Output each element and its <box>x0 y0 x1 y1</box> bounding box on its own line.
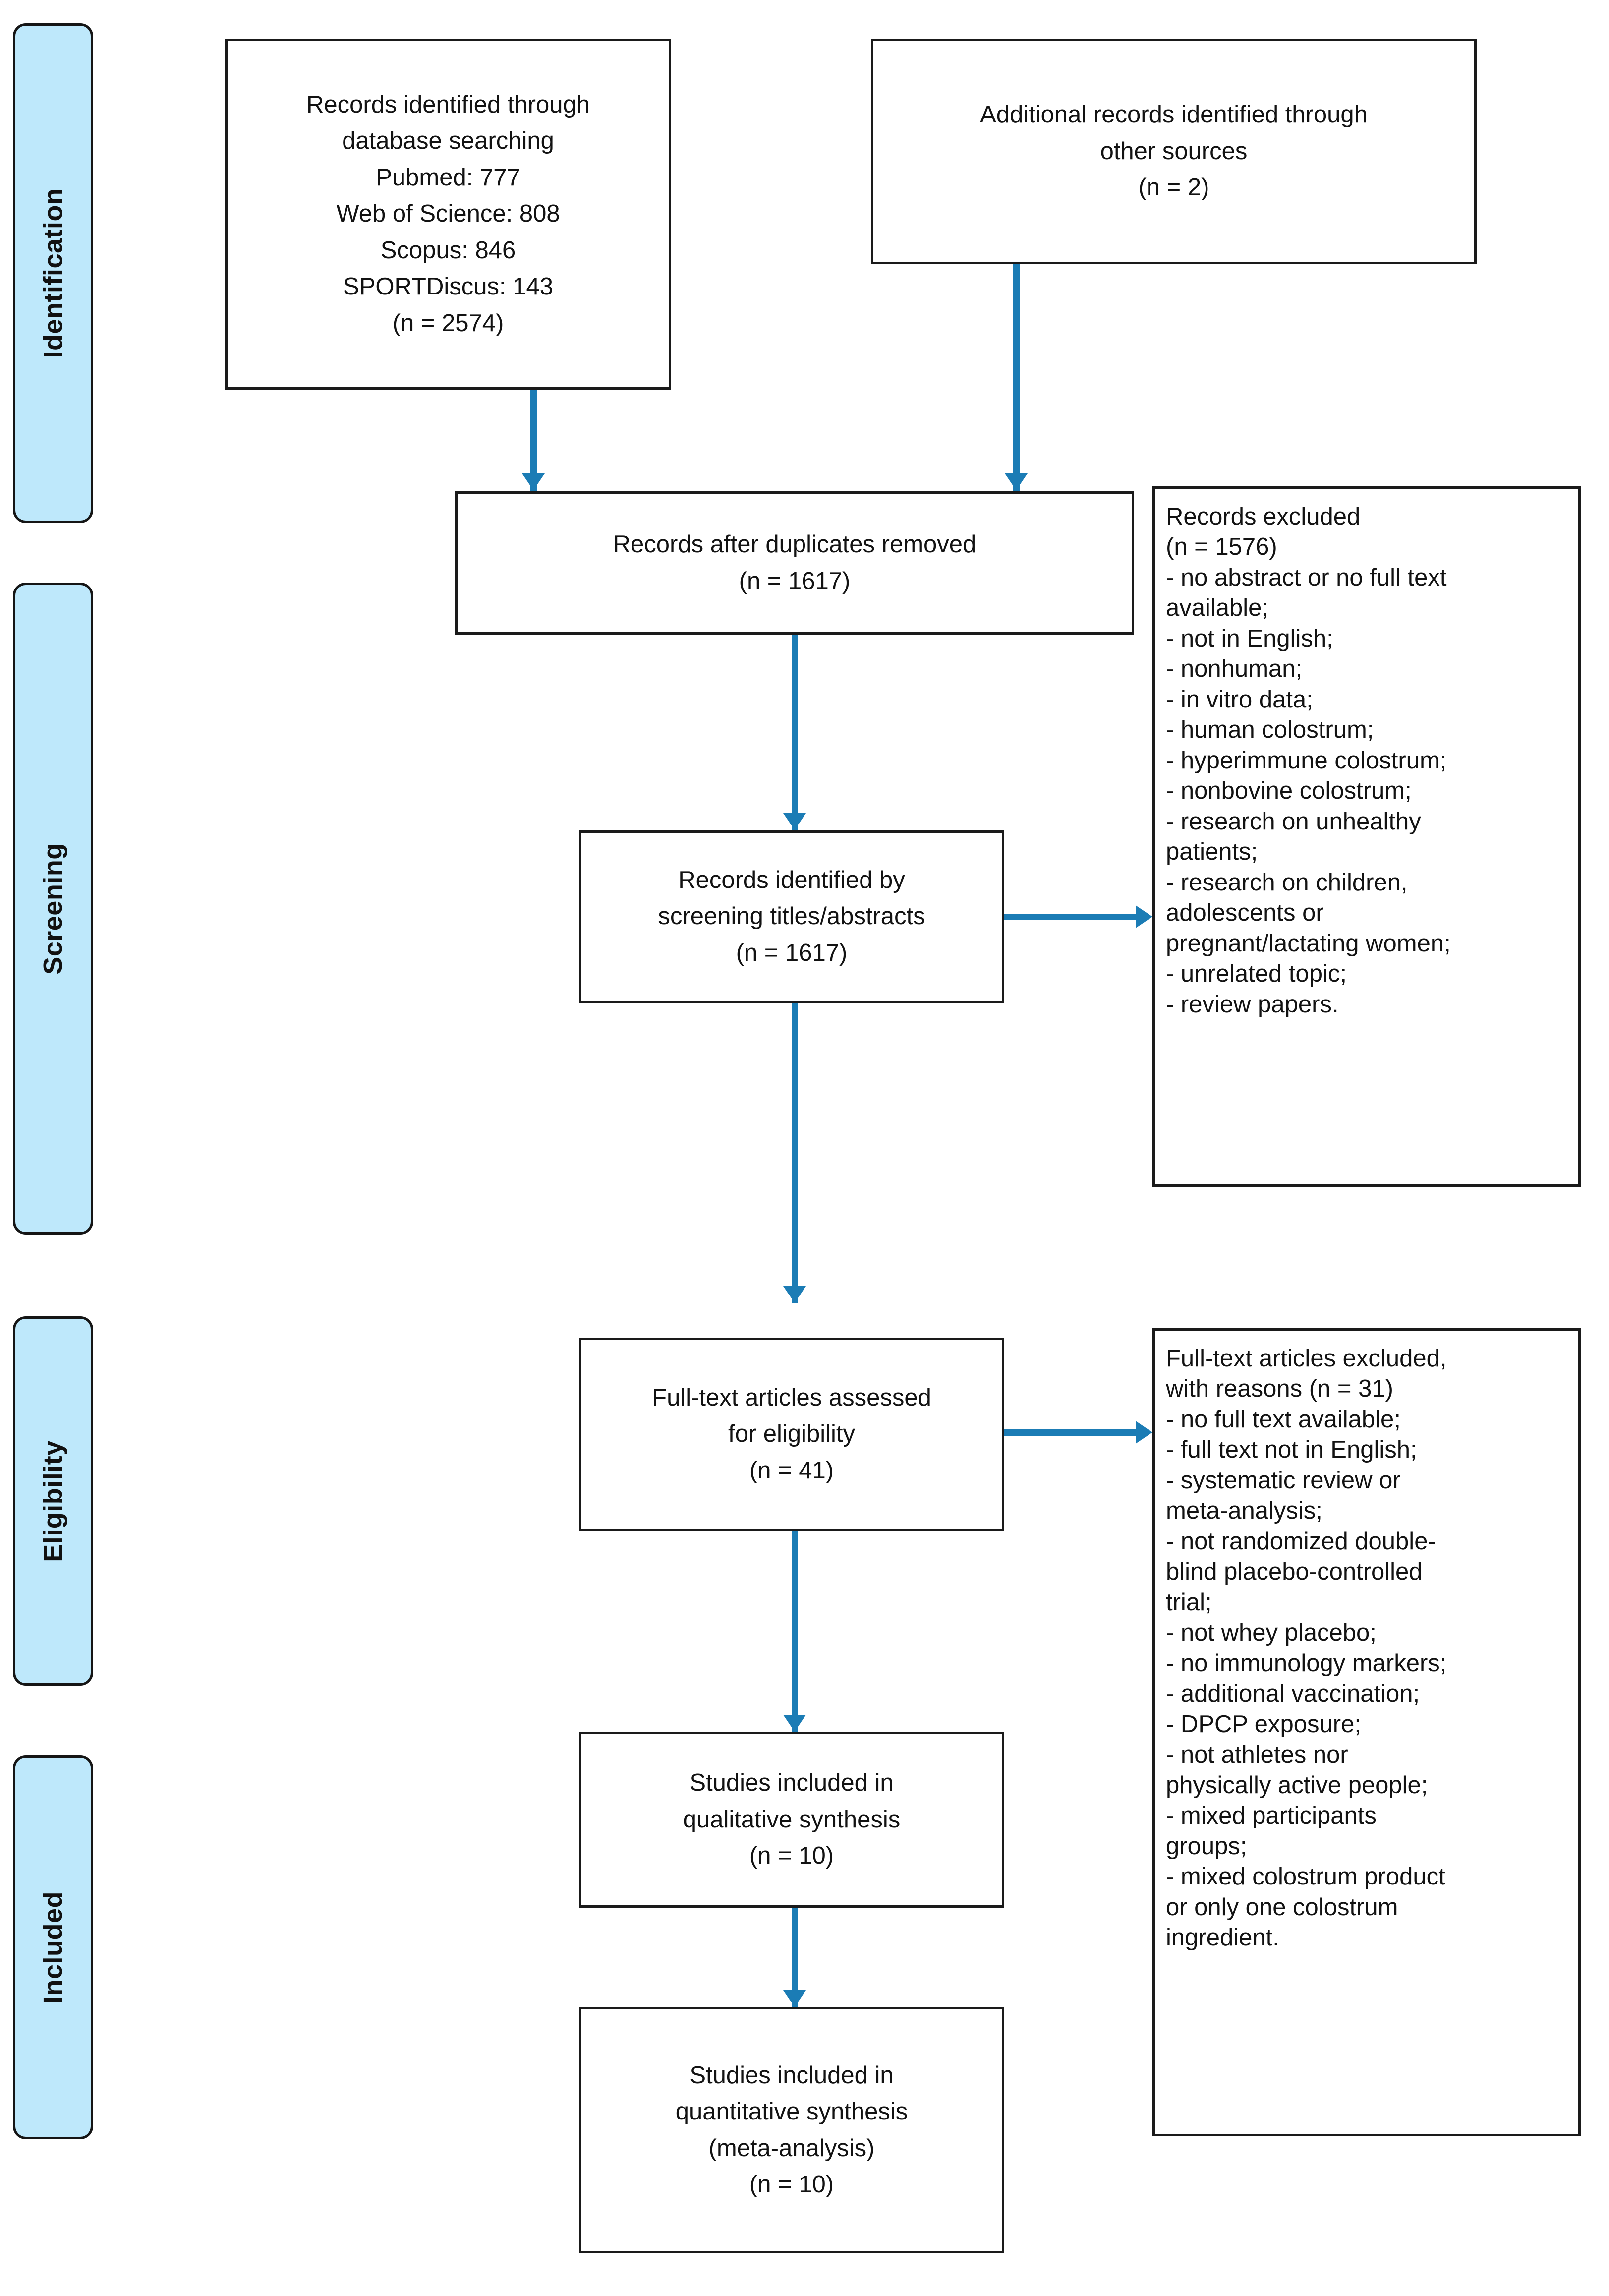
excl-line: - not in English; <box>1166 625 1333 652</box>
excl-line: - no full text available; <box>1166 1406 1401 1433</box>
box-studies-qualitative-synthesis: Studies included in qualitative synthesi… <box>579 1732 1004 1908</box>
box-line: (n = 10) <box>749 2171 834 2198</box>
box-line: for eligibility <box>728 1420 855 1448</box>
box-line: Web of Science: 808 <box>336 200 560 228</box>
box-line: SPORTDiscus: 143 <box>343 273 553 300</box>
box-records-after-duplicates-removed: Records after duplicates removed (n = 16… <box>455 491 1134 635</box>
excl-line: - human colostrum; <box>1166 716 1374 744</box>
excl-line: - nonbovine colostrum; <box>1166 777 1412 805</box>
excl-line: - systematic review or <box>1166 1467 1401 1494</box>
arrow-right-icon <box>1136 905 1152 928</box>
box-line: Records after duplicates removed <box>613 531 977 558</box>
stage-label-identification: Identification <box>38 188 68 358</box>
excl-line: available; <box>1166 594 1269 622</box>
excl-line: adolescents or <box>1166 899 1324 927</box>
connector-screening-to-records-excluded <box>1004 914 1136 920</box>
excl-line: - full text not in English; <box>1166 1436 1417 1464</box>
excl-line: meta-analysis; <box>1166 1497 1322 1525</box>
box-records-excluded: Records excluded (n = 1576) - no abstrac… <box>1152 486 1581 1187</box>
excl-line: groups; <box>1166 1832 1247 1860</box>
box-additional-records-other-sources: Additional records identified through ot… <box>871 39 1477 264</box>
box-line: (n = 10) <box>749 1842 834 1870</box>
box-line: (n = 1617) <box>739 567 851 594</box>
excl-line: - not whey placebo; <box>1166 1619 1377 1647</box>
box-line: database searching <box>342 127 554 155</box>
excl-line: - nonhuman; <box>1166 655 1303 683</box>
excl-line: - no abstract or no full text <box>1166 564 1447 591</box>
box-line: Records identified through <box>306 91 590 118</box>
connector-duplicates-to-screening <box>792 635 798 830</box>
arrow-down-icon <box>783 1715 806 1732</box>
box-line: (n = 1617) <box>736 939 848 966</box>
excl-line: (n = 1576) <box>1166 533 1277 561</box>
arrow-down-icon <box>783 1286 806 1303</box>
excl-line: - research on children, <box>1166 869 1408 896</box>
excl-line: Records excluded <box>1166 503 1361 530</box>
box-line: Pubmed: 777 <box>376 164 520 191</box>
stage-bar-eligibility: Eligibility <box>13 1316 93 1686</box>
excl-line: pregnant/lactating women; <box>1166 930 1451 957</box>
excl-line: - no immunology markers; <box>1166 1649 1447 1677</box>
box-line: Studies included in <box>690 1769 894 1797</box>
connector-qualitative-to-quantitative <box>792 1908 798 2007</box>
connector-fulltext-to-qualitative <box>792 1531 798 1732</box>
excl-line: - mixed colostrum product <box>1166 1863 1445 1890</box>
box-records-identified-by-screening: Records identified by screening titles/a… <box>579 830 1004 1003</box>
excl-line: - review papers. <box>1166 991 1339 1018</box>
box-line: Full-text articles assessed <box>652 1384 931 1411</box>
connector-fulltext-to-fulltext-excluded <box>1004 1429 1136 1436</box>
excl-line: - hyperimmune colostrum; <box>1166 747 1447 774</box>
excl-line: - research on unhealthy <box>1166 808 1421 835</box>
arrow-down-icon <box>522 473 545 490</box>
excl-line: blind placebo-controlled <box>1166 1558 1423 1586</box>
excl-line: ingredient. <box>1166 1924 1279 1951</box>
box-line: (n = 2574) <box>392 309 504 337</box>
stage-label-screening: Screening <box>38 842 68 975</box>
connector-database-to-duplicates <box>530 390 537 491</box>
excl-line: with reasons (n = 31) <box>1166 1375 1393 1403</box>
box-line: Studies included in <box>690 2061 894 2089</box>
excl-line: trial; <box>1166 1589 1212 1616</box>
excl-line: or only one colostrum <box>1166 1893 1398 1921</box>
stage-bar-included: Included <box>13 1755 93 2139</box>
box-line: quantitative synthesis <box>675 2098 908 2125</box>
stage-bar-screening: Screening <box>13 583 93 1235</box>
arrow-right-icon <box>1136 1421 1152 1444</box>
excl-line: - unrelated topic; <box>1166 960 1347 988</box>
excl-line: Full-text articles excluded, <box>1166 1345 1447 1372</box>
box-studies-quantitative-synthesis: Studies included in quantitative synthes… <box>579 2007 1004 2253</box>
excl-line: - in vitro data; <box>1166 686 1313 713</box>
excl-line: - mixed participants <box>1166 1802 1377 1829</box>
stage-label-included: Included <box>38 1891 68 2003</box>
box-line: other sources <box>1100 137 1248 165</box>
excl-line: - not athletes nor <box>1166 1741 1348 1768</box>
box-fulltext-articles-assessed: Full-text articles assessed for eligibil… <box>579 1338 1004 1531</box>
arrow-down-icon <box>1005 473 1028 490</box>
box-line: qualitative synthesis <box>683 1806 901 1833</box>
excl-line: - DPCP exposure; <box>1166 1710 1361 1738</box>
box-line: screening titles/abstracts <box>658 903 925 930</box>
box-fulltext-articles-excluded: Full-text articles excluded, with reason… <box>1152 1328 1581 2136</box>
box-line: (meta-analysis) <box>708 2134 875 2162</box>
excl-line: - additional vaccination; <box>1166 1680 1420 1707</box>
box-line: (n = 2) <box>1138 174 1209 201</box>
box-line: Additional records identified through <box>980 101 1368 128</box>
box-records-identified-database: Records identified through database sear… <box>225 39 671 390</box>
arrow-down-icon <box>783 813 806 830</box>
excl-line: physically active people; <box>1166 1771 1428 1799</box>
box-line: Scopus: 846 <box>380 236 516 264</box>
box-line: Records identified by <box>678 866 905 893</box>
stage-bar-identification: Identification <box>13 23 93 523</box>
connector-screening-to-fulltext <box>792 1003 798 1303</box>
arrow-down-icon <box>783 1990 806 2007</box>
box-line: (n = 41) <box>749 1457 834 1484</box>
excl-line: - not randomized double- <box>1166 1528 1436 1555</box>
stage-label-eligibility: Eligibility <box>38 1440 68 1562</box>
connector-other-sources-to-duplicates <box>1013 264 1020 491</box>
excl-line: patients; <box>1166 838 1258 866</box>
